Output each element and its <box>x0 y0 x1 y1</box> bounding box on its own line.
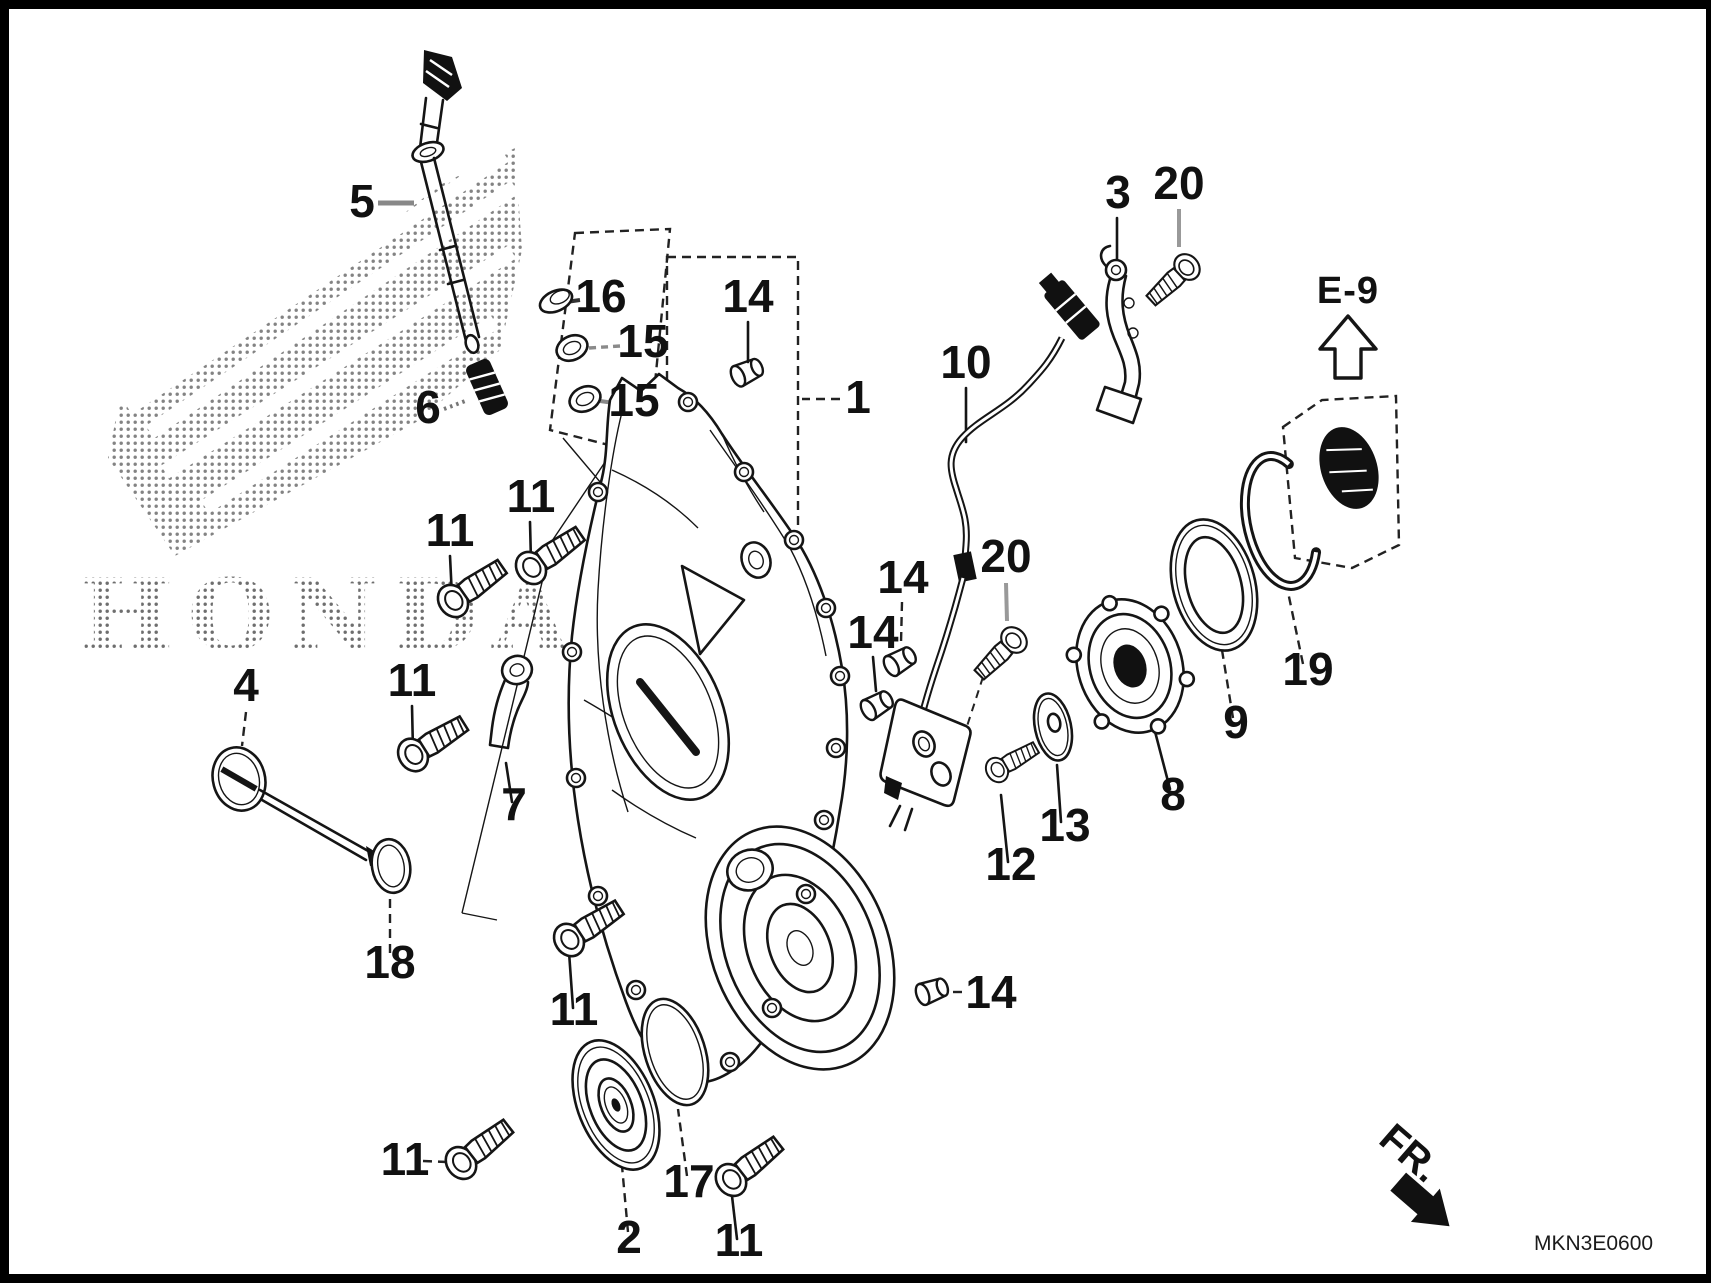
clutch-cover <box>561 372 896 1084</box>
callout-15: 15 <box>608 374 659 426</box>
o-ring-17 <box>640 997 710 1107</box>
dowel-pin <box>856 686 898 724</box>
fr-arrow-icon <box>1390 1172 1450 1227</box>
flange-bolt-20 <box>968 620 1034 686</box>
honda-watermark-text: HONDA <box>80 558 583 674</box>
leader-lines <box>240 200 1305 1241</box>
callout-10: 10 <box>940 336 991 388</box>
callout-5: 5 <box>349 175 375 227</box>
callout-labels: 5 16 15 15 6 14 1 10 3 20 11 11 11 4 7 1… <box>233 157 1333 1266</box>
o-ring-18 <box>370 837 412 895</box>
callout-17: 17 <box>663 1155 714 1207</box>
callout-3: 3 <box>1105 166 1131 218</box>
callout-14: 14 <box>965 966 1017 1018</box>
callout-11: 11 <box>715 1214 764 1266</box>
callout-11: 11 <box>381 1133 430 1185</box>
spring <box>466 358 508 416</box>
callout-1: 1 <box>845 371 871 423</box>
flange-bolt-11 <box>438 1111 521 1187</box>
dowel-pin <box>726 354 768 390</box>
snap-ring <box>1240 451 1322 591</box>
e9-dashed-region <box>1281 394 1401 570</box>
stay-bracket <box>1095 244 1143 425</box>
callout-8: 8 <box>1160 768 1186 820</box>
oil-filler-cap <box>211 746 392 866</box>
callout-7: 7 <box>501 778 527 830</box>
cover-bolt-holes <box>561 391 851 1073</box>
callout-9: 9 <box>1223 696 1249 748</box>
callout-20: 20 <box>1153 157 1204 209</box>
callout-11: 11 <box>426 504 475 556</box>
harness-clamp <box>488 654 534 750</box>
section-ref-label: E-9 <box>1317 270 1379 312</box>
callout-2: 2 <box>616 1211 642 1263</box>
callout-19: 19 <box>1282 643 1333 695</box>
callout-11: 11 <box>388 654 437 706</box>
doc-code: MKN3E0600 <box>1534 1232 1653 1255</box>
washer-9 <box>1169 518 1259 652</box>
callout-13: 13 <box>1039 799 1090 851</box>
timing-cap <box>571 1039 661 1171</box>
oil-level-gauge <box>411 50 481 355</box>
callout-15: 15 <box>617 315 668 367</box>
dowel-pin <box>912 973 952 1009</box>
callout-11: 11 <box>550 983 599 1035</box>
sensor-harness <box>879 272 1100 832</box>
flange-bolt-20 <box>1140 247 1206 312</box>
callout-12: 12 <box>985 838 1036 890</box>
o-ring-15a <box>555 333 589 363</box>
callout-20: 20 <box>980 530 1031 582</box>
callout-18: 18 <box>364 936 415 988</box>
callout-14: 14 <box>847 606 899 658</box>
honda-wing-watermark <box>108 148 522 556</box>
callout-6: 6 <box>415 381 441 433</box>
sealing-cap-16 <box>538 288 574 314</box>
o-ring-15b <box>568 384 602 414</box>
fr-direction-arrow: FR. <box>1371 1116 1450 1227</box>
clutch-lifter-plate <box>1065 594 1196 735</box>
callout-11: 11 <box>507 470 556 522</box>
e9-up-arrow-icon <box>1318 314 1378 380</box>
lifter-plate-tabs <box>1065 594 1196 735</box>
callout-14: 14 <box>722 270 774 322</box>
flange-bolt-11 <box>708 1128 791 1204</box>
flange-bolt-12 <box>980 735 1044 788</box>
washer-13 <box>1032 692 1074 762</box>
e9-grommet <box>1319 427 1379 509</box>
callout-4: 4 <box>233 659 259 711</box>
callout-14: 14 <box>877 551 929 603</box>
flange-bolt-11 <box>390 707 475 779</box>
callout-16: 16 <box>575 270 626 322</box>
